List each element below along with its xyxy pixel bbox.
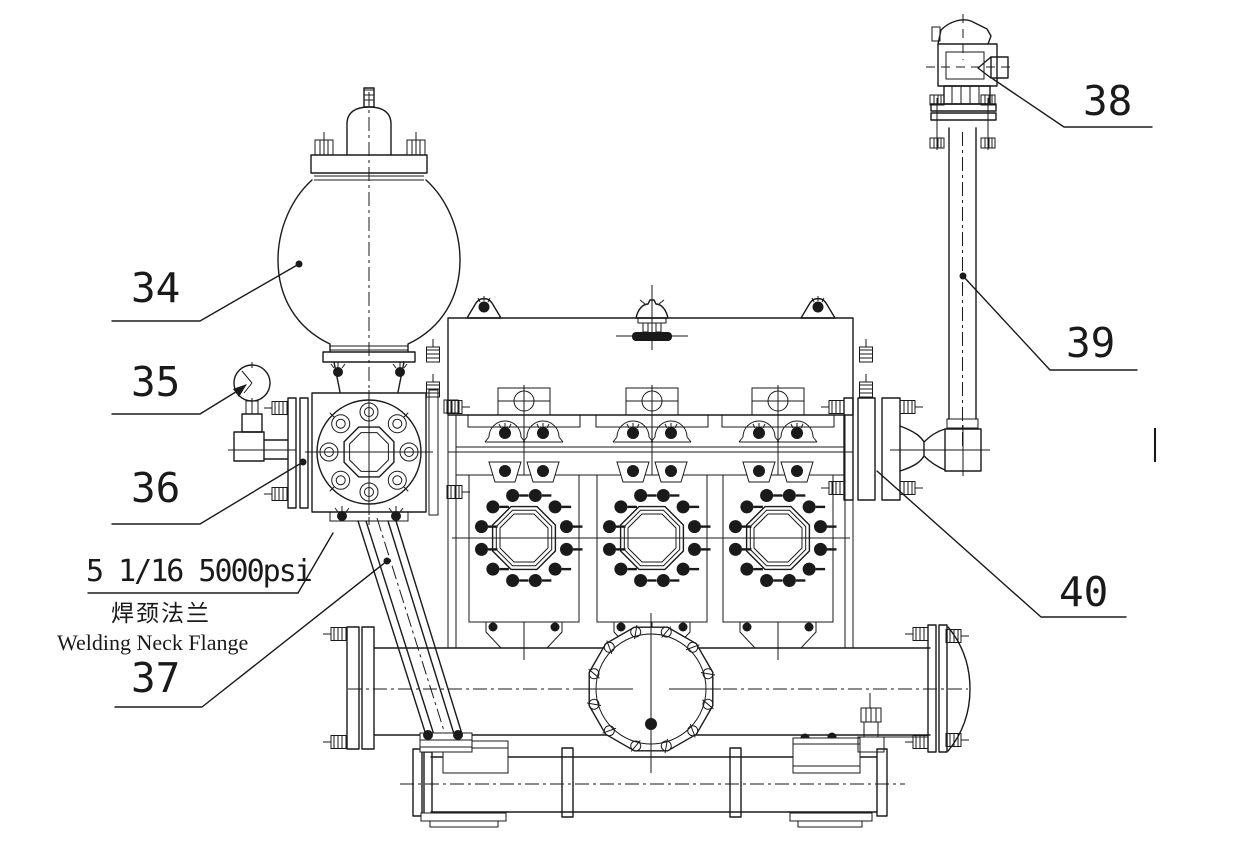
relief-valve — [926, 14, 1013, 150]
discharge-cross — [263, 389, 471, 522]
lifting-eye-left — [466, 295, 502, 319]
callout-37: 37 — [114, 557, 391, 708]
callout-36-label: 36 — [131, 464, 180, 512]
center-clamp-icon — [616, 285, 688, 350]
frame-side-studs — [426, 338, 873, 414]
callout-39-leader — [962, 275, 1138, 371]
suction-manifold — [322, 613, 971, 773]
callout-35-label: 35 — [131, 358, 180, 406]
manifold-left-flange — [322, 626, 375, 750]
callout-39-label: 39 — [1066, 319, 1115, 367]
discharge-pipe — [357, 517, 473, 753]
callout-37-label: 37 — [131, 654, 180, 702]
drain-valve — [792, 693, 928, 774]
flange-annotation: 5 1/16 5000psi 焊颈法兰 Welding Neck Flange — [57, 532, 334, 655]
callout-40-leader — [876, 470, 1127, 618]
callout-35: 35 — [111, 358, 247, 415]
callout-36-leader — [111, 461, 304, 525]
callout-35-leader — [111, 389, 240, 415]
module-2 — [580, 385, 724, 660]
flange-name-zh: 焊颈法兰 — [111, 601, 211, 626]
module-1 — [452, 385, 596, 660]
callout-34-label: 34 — [131, 264, 180, 312]
callout-40-label: 40 — [1059, 568, 1108, 616]
callout-34-leader — [111, 263, 300, 322]
flange-annotation-leader — [87, 532, 334, 594]
callout-36: 36 — [111, 458, 307, 525]
callout-37-leader — [114, 560, 388, 708]
callout-38-leader — [992, 78, 1153, 128]
callout-40: 40 — [876, 470, 1127, 618]
flange-name-en: Welding Neck Flange — [57, 630, 248, 655]
pressure-gauge — [228, 362, 296, 462]
discharge-flange — [820, 397, 990, 501]
lifting-eye-right — [800, 295, 836, 319]
callout-38-label: 38 — [1083, 77, 1132, 125]
relief-flange-studs — [929, 94, 996, 150]
dampener-top-bolts — [314, 132, 426, 156]
suction-cover — [581, 613, 721, 773]
callout-38: 38 — [992, 77, 1153, 128]
callout-39: 39 — [959, 272, 1138, 371]
callout-34: 34 — [111, 260, 303, 322]
riser-pipe — [946, 127, 979, 448]
manifold-right-flange — [904, 624, 971, 753]
flange-spec-label: 5 1/16 5000psi — [86, 554, 311, 589]
module-3 — [706, 385, 850, 660]
